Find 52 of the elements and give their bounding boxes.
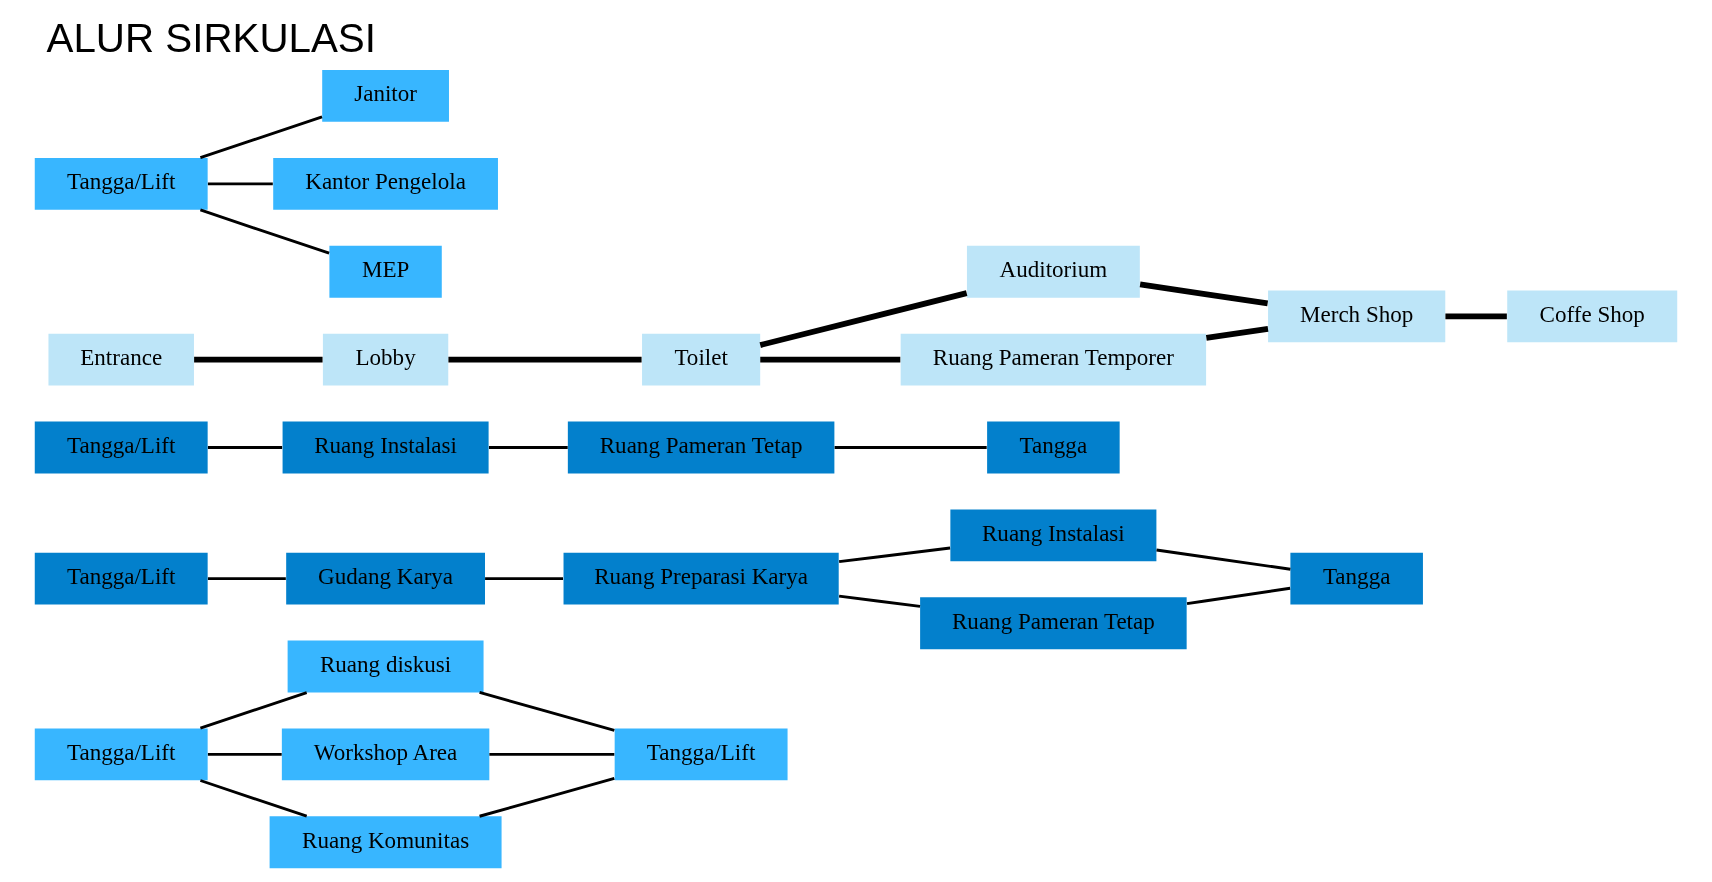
connector (485, 577, 563, 581)
node-box: Tangga (987, 421, 1120, 474)
connector (207, 182, 273, 186)
connector (759, 290, 968, 348)
connector (207, 446, 283, 449)
node-box: Ruang Pameran Temporer (900, 333, 1207, 386)
connector (760, 356, 901, 363)
connector (199, 779, 308, 818)
node-box: Ruang Pameran Tetap (920, 597, 1187, 650)
node-box: Tangga/Lift (614, 728, 788, 781)
node-box: Kantor Pengelola (273, 157, 498, 210)
connector (199, 691, 308, 730)
connector (479, 776, 615, 818)
node-box: Gudang Karya (286, 552, 485, 605)
connector (838, 594, 921, 608)
node-box: Ruang Instalasi (282, 421, 489, 474)
connector (1139, 281, 1269, 307)
connector (834, 446, 987, 449)
connector (479, 691, 615, 732)
node-box: Tangga/Lift (34, 157, 208, 210)
connector (207, 577, 286, 581)
node-box: Ruang Pameran Tetap (567, 421, 835, 474)
node-box: Ruang Komunitas (269, 816, 502, 869)
node-box: Janitor (322, 70, 449, 122)
connector (207, 752, 282, 756)
connector (448, 356, 642, 363)
node-box: MEP (329, 245, 442, 298)
node-box: Entrance (48, 333, 194, 386)
node-box: Tangga (1290, 552, 1423, 605)
node-box: Ruang Instalasi (950, 509, 1157, 562)
node-box: Ruang diskusi (287, 640, 484, 693)
connector (1186, 586, 1291, 606)
node-box: Coffe Shop (1507, 290, 1678, 343)
connector (1156, 548, 1291, 571)
node-box: Lobby (322, 333, 449, 386)
node-box: Workshop Area (281, 728, 490, 781)
connector (489, 752, 615, 756)
connector (194, 356, 323, 363)
connector (1445, 313, 1507, 320)
connector (838, 546, 951, 564)
node-box: Tangga/Lift (34, 728, 208, 781)
connector (488, 446, 568, 449)
node-box: Ruang Preparasi Karya (563, 552, 839, 605)
node-box: Auditorium (966, 245, 1140, 298)
node-box: Tangga/Lift (34, 552, 208, 605)
node-box: Merch Shop (1268, 290, 1446, 343)
diagram-title: ALUR SIRKULASI (46, 14, 376, 61)
connector (199, 115, 323, 160)
node-box: Toilet (642, 333, 761, 386)
connector (1205, 326, 1269, 341)
node-box: Tangga/Lift (34, 421, 208, 474)
connector (199, 208, 330, 255)
